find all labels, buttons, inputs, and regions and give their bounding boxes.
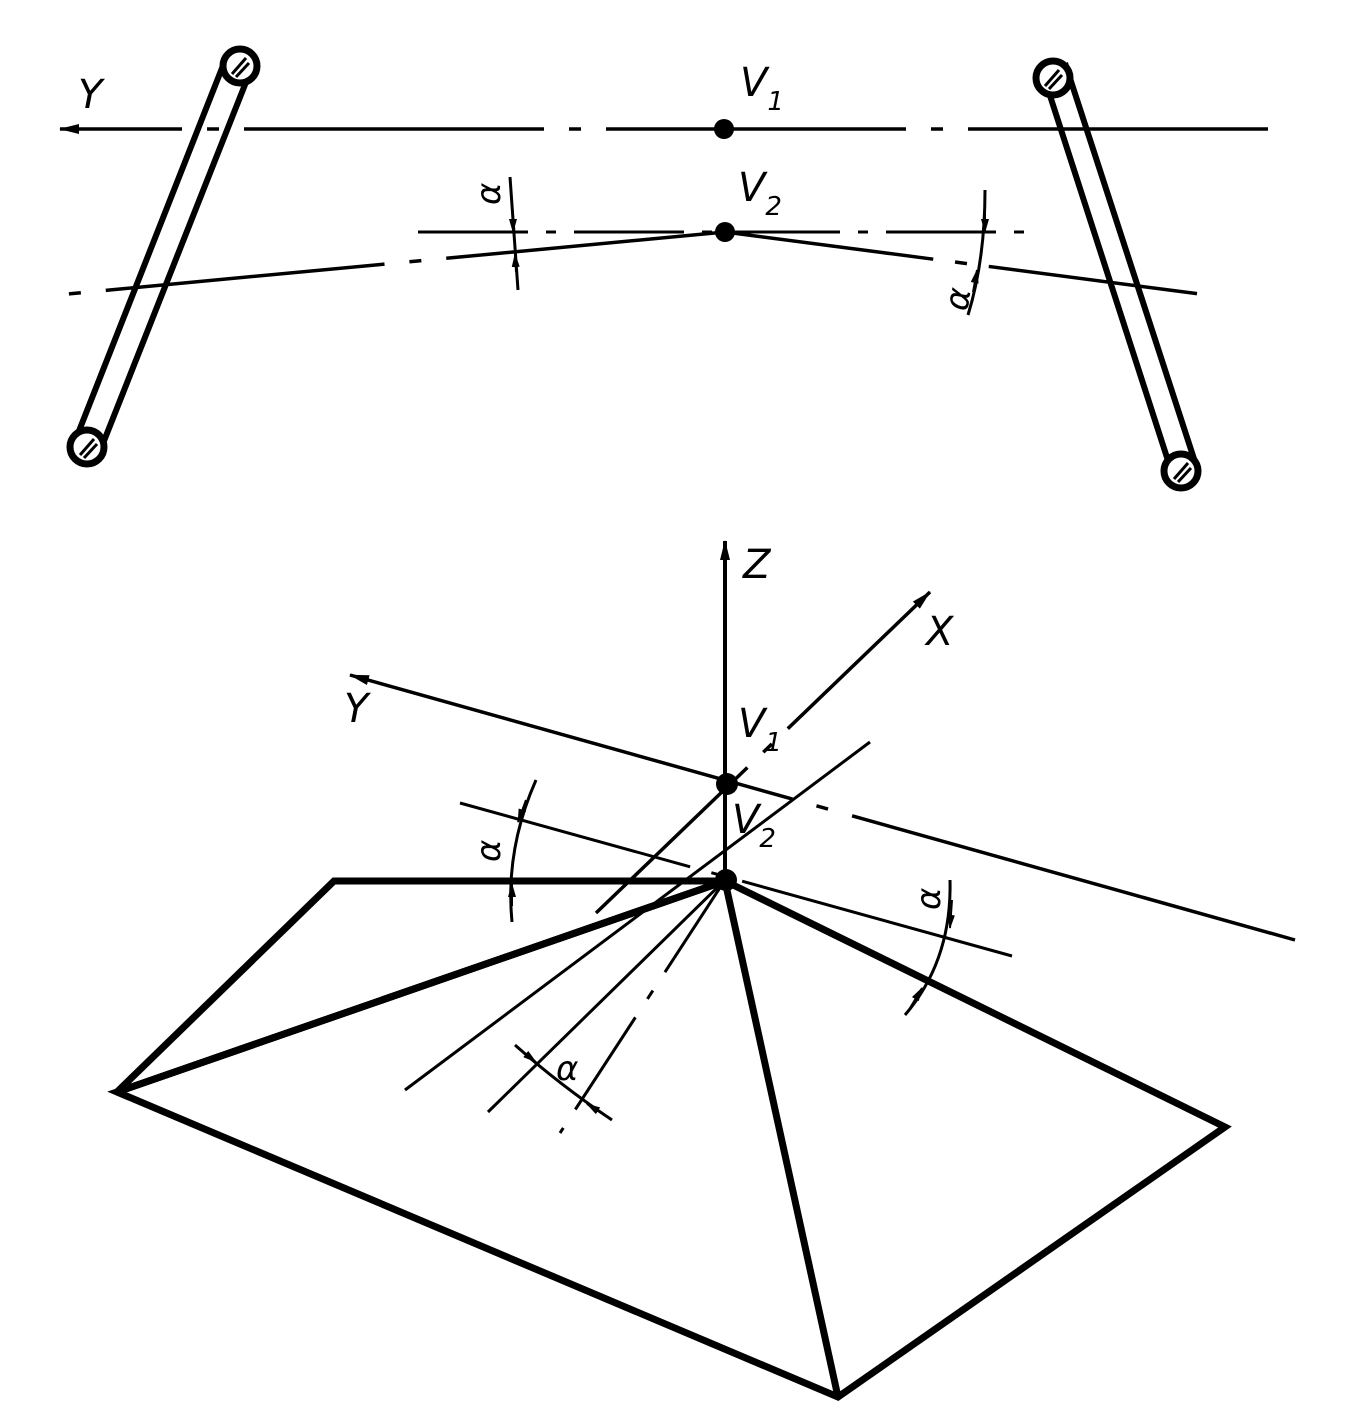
iso-x-axis <box>594 590 932 915</box>
iso-point-v1 <box>716 773 738 795</box>
iso-lower-incline <box>558 879 727 1134</box>
iso-v2-y-reference <box>459 801 1013 958</box>
top-right-angle-arc <box>966 189 987 316</box>
top-point-v2 <box>715 222 735 242</box>
iso-x-parallel-lower <box>486 878 727 1114</box>
top-v2-label: V2 <box>738 165 782 222</box>
top-v1-label: V1 <box>740 60 784 117</box>
top-left-alpha: α <box>469 183 509 205</box>
iso-y-axis <box>349 673 1296 942</box>
iso-point-v2 <box>715 869 737 891</box>
top-left-incline <box>45 230 726 298</box>
iso-right-angle-arc <box>903 879 952 1016</box>
iso-v1-label: V1 <box>738 701 782 758</box>
iso-x-parallel-left <box>404 740 871 1092</box>
iso-view: Z X Y V1 V2 α α α <box>107 540 1296 1401</box>
iso-v2-label: V2 <box>732 797 776 854</box>
iso-z-label: Z <box>742 542 772 588</box>
top-left-angle-arc <box>508 176 520 291</box>
iso-left-angle-arc <box>509 779 538 923</box>
top-point-v1 <box>714 119 734 139</box>
iso-y-label: Y <box>344 686 372 732</box>
top-right-incline <box>724 230 1216 298</box>
top-y-label: Y <box>78 72 106 118</box>
iso-right-alpha: α <box>909 888 949 910</box>
right-rod <box>1032 57 1202 492</box>
iso-left-alpha: α <box>469 840 509 862</box>
iso-x-label: X <box>924 609 955 655</box>
top-view: Y V1 V2 α α <box>45 45 1268 492</box>
left-rod <box>66 45 261 468</box>
iso-bottom-alpha: α <box>556 1049 578 1089</box>
roof-outline <box>107 877 1232 1401</box>
